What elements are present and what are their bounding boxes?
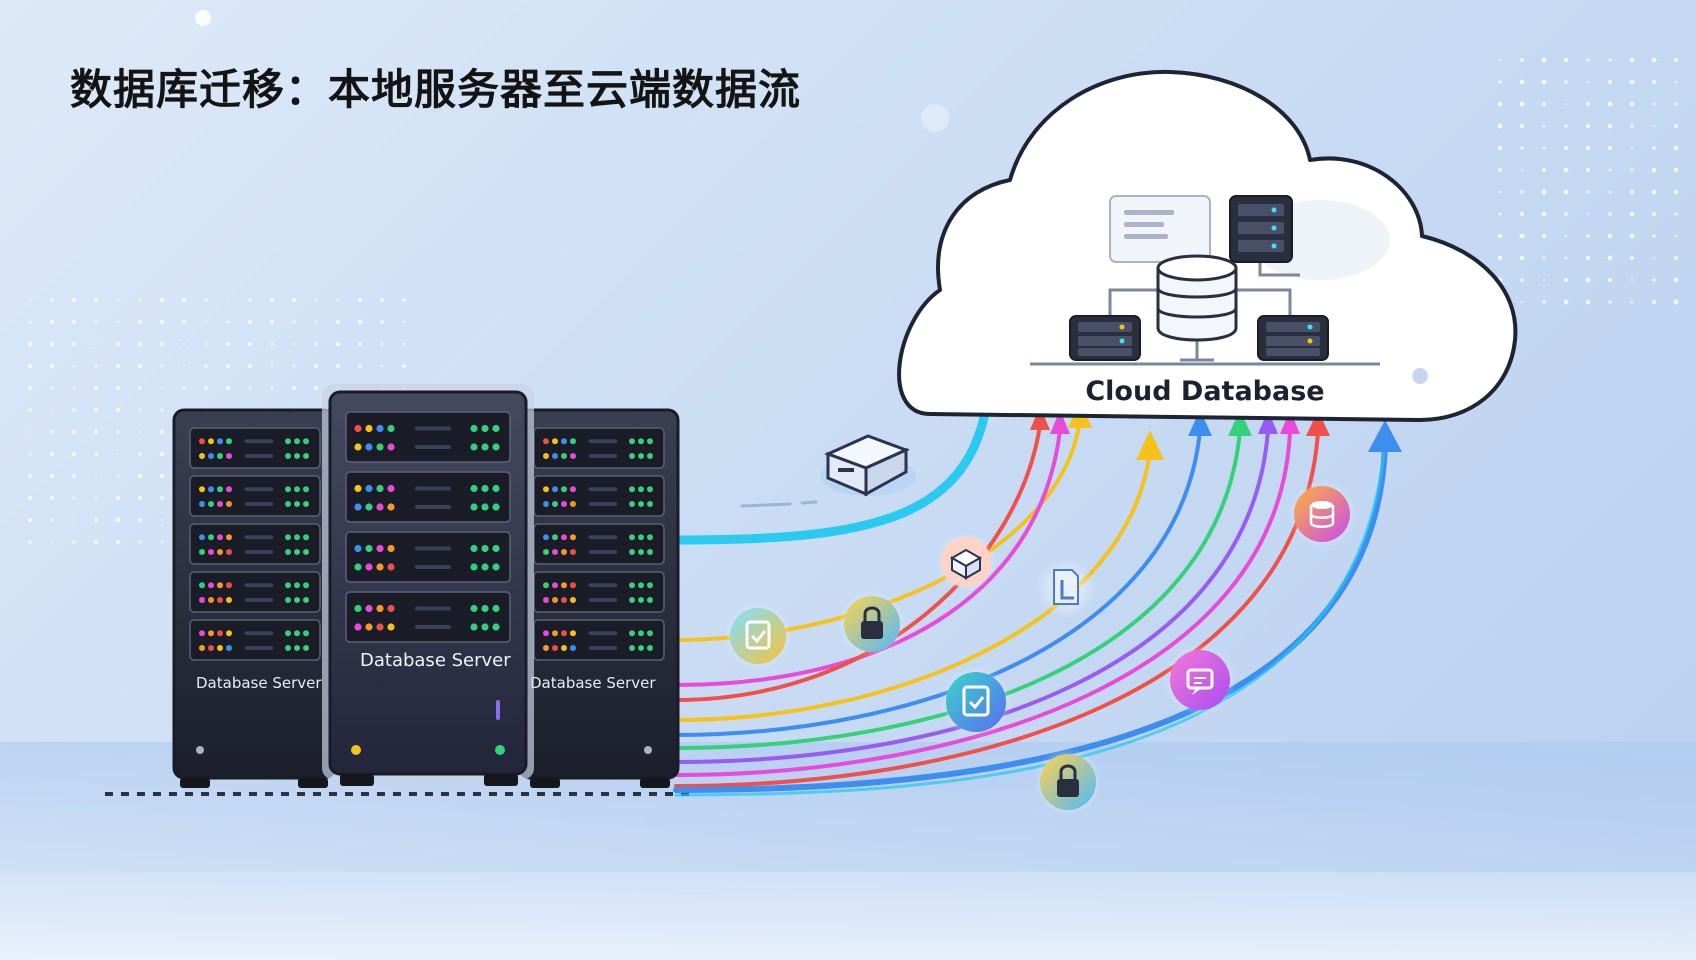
clipboard-check-icon [940,666,1012,738]
stream-blue [674,428,1202,737]
rack-unit [189,427,321,469]
document-panel-icon [1109,195,1211,263]
cloud-server-left-icon [1069,315,1141,361]
stream-orange [674,448,1152,722]
sparkle-dot [921,104,949,132]
motion-lines [740,500,818,508]
package-icon [820,434,916,497]
cloud-server-right-icon [1257,315,1329,361]
server-rack-center: Database Server [322,384,534,786]
sparkle-dot [195,10,211,26]
server-block-icon [936,532,996,592]
server-rack-left: Database Server [172,408,336,788]
stream-cyan-2 [674,438,1387,797]
rack-unit [533,523,665,565]
stream-cyan-main [671,355,995,545]
lock-icon [1034,748,1102,816]
lock-icon [838,590,906,658]
document-icon [1036,558,1096,618]
server-label-left: Database Server [196,674,322,692]
rack-unit [533,571,665,613]
stream-magenta [674,428,1062,687]
rack-unit [189,475,321,517]
rack-unit [189,571,321,613]
stream-red [674,423,1042,702]
arrowhead-purple [1258,410,1278,434]
stream-blue-2 [673,437,1388,793]
cloud-database-cluster: Cloud Database [1030,195,1380,407]
arrowhead-green [1228,410,1252,436]
cloud-database-cylinder-icon [1156,254,1238,342]
rack-unit [533,427,665,469]
rack-unit [189,619,321,661]
data-streams [671,355,1388,797]
arrowhead-pink [1280,410,1300,434]
arrowhead-magenta [1050,410,1070,434]
rack-unit [345,471,511,523]
arrowhead-red-2 [1306,410,1330,436]
page-title: 数据库迁移：本地服务器至云端数据流 [70,65,802,114]
arrowhead-red [1030,406,1050,430]
rack-unit [345,531,511,583]
database-icon [1288,480,1356,548]
stream-green [674,428,1242,750]
stream-red-2 [674,430,1320,788]
cloud-label: Cloud Database [1085,376,1324,407]
cloud-server-top-icon [1229,195,1293,263]
dot-grid-right [1497,57,1679,305]
rack-unit [533,475,665,517]
arrowhead-yellow-2 [1136,430,1164,460]
server-rack-right: Database Server [518,408,680,788]
floor-band-lower [0,872,1696,960]
server-label-center: Database Server [360,650,511,671]
rack-unit [189,523,321,565]
stream-purple [674,428,1270,764]
chat-icon [1164,644,1236,716]
clipboard-check-icon [724,602,792,670]
rack-unit [533,619,665,661]
arrowhead-blue-2 [1368,420,1402,452]
rack-unit [345,411,511,463]
arrowhead-blue [1188,410,1212,436]
stream-pink [674,428,1292,777]
server-label-right: Database Server [530,674,656,692]
rack-unit [345,591,511,643]
